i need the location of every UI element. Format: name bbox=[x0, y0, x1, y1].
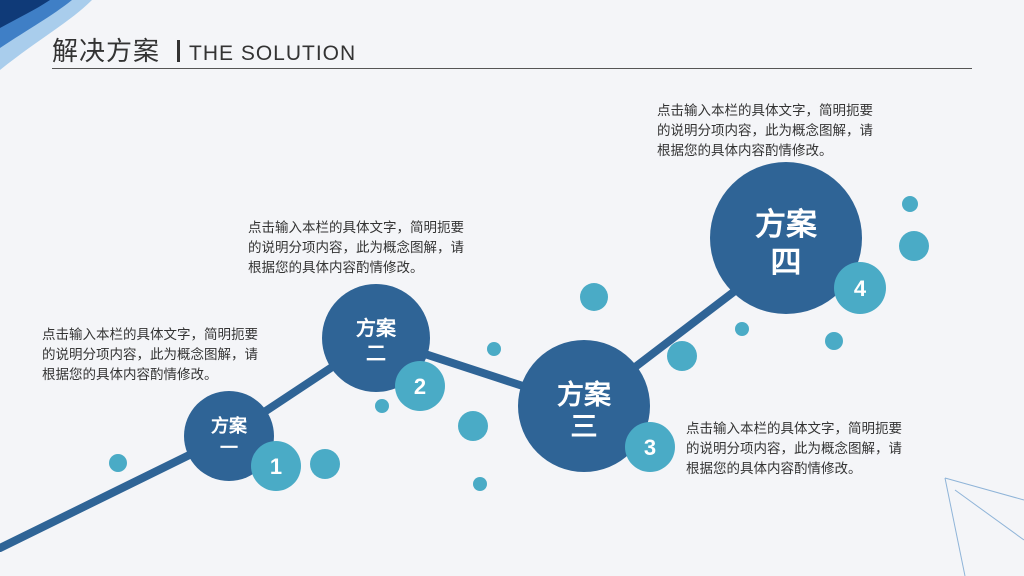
corner-wave-decoration bbox=[0, 0, 92, 70]
step-4-description[interactable]: 点击输入本栏的具体文字，简明扼要 的说明分项内容，此为概念图解，请 根据您的具体… bbox=[657, 101, 917, 161]
step-2-description[interactable]: 点击输入本栏的具体文字，简明扼要 的说明分项内容，此为概念图解，请 根据您的具体… bbox=[248, 218, 508, 278]
step-4-number: 4 bbox=[853, 276, 867, 301]
step-4-desc-line: 根据您的具体内容酌情修改。 bbox=[657, 143, 833, 159]
step-1-number: 1 bbox=[269, 454, 283, 479]
step-1-description[interactable]: 点击输入本栏的具体文字，简明扼要 的说明分项内容，此为概念图解，请 根据您的具体… bbox=[42, 325, 302, 385]
step-3-label[interactable]: 方案 三 bbox=[534, 380, 634, 444]
step-4-label-line1: 方案 bbox=[755, 207, 817, 243]
step-3-desc-line: 根据您的具体内容酌情修改。 bbox=[686, 461, 862, 477]
step-4-desc-line: 点击输入本栏的具体文字，简明扼要 bbox=[657, 103, 873, 119]
step-3-label-line2: 三 bbox=[570, 412, 598, 443]
page-title: 解决方案 bbox=[52, 37, 161, 67]
step-3-node bbox=[518, 340, 675, 472]
step-2-desc-line: 的说明分项内容，此为概念图解，请 bbox=[248, 240, 464, 256]
step-1-label-line1: 方案 bbox=[211, 416, 247, 437]
step-3-number: 3 bbox=[643, 435, 657, 460]
step-4-node bbox=[710, 162, 886, 314]
step-2-label-line1: 方案 bbox=[356, 316, 396, 340]
title-divider bbox=[177, 40, 180, 62]
step-1-desc-line: 的说明分项内容，此为概念图解，请 bbox=[42, 347, 258, 363]
step-1-label[interactable]: 方案 一 bbox=[189, 416, 269, 460]
step-4-label[interactable]: 方案 四 bbox=[731, 206, 841, 282]
step-2-label-line2: 二 bbox=[366, 341, 386, 365]
step-3-desc-line: 点击输入本栏的具体文字，简明扼要 bbox=[686, 421, 902, 437]
corner-line-decoration bbox=[944, 477, 1024, 576]
step-3-description[interactable]: 点击输入本栏的具体文字，简明扼要 的说明分项内容，此为概念图解，请 根据您的具体… bbox=[686, 419, 946, 479]
step-4-desc-line: 的说明分项内容，此为概念图解，请 bbox=[657, 123, 873, 139]
step-1-label-line2: 一 bbox=[220, 438, 238, 459]
page-subtitle: THE SOLUTION bbox=[189, 42, 357, 65]
step-2-number: 2 bbox=[413, 374, 427, 399]
header: 解决方案 THE SOLUTION bbox=[52, 36, 972, 69]
decorative-dots bbox=[109, 196, 929, 491]
step-2-desc-line: 根据您的具体内容酌情修改。 bbox=[248, 260, 424, 276]
step-1-node bbox=[184, 391, 301, 491]
step-4-label-line2: 四 bbox=[770, 245, 802, 281]
step-2-desc-line: 点击输入本栏的具体文字，简明扼要 bbox=[248, 220, 464, 236]
step-2-node bbox=[322, 284, 445, 411]
step-1-desc-line: 点击输入本栏的具体文字，简明扼要 bbox=[42, 327, 258, 343]
step-3-label-line1: 方案 bbox=[557, 380, 611, 411]
step-3-desc-line: 的说明分项内容，此为概念图解，请 bbox=[686, 441, 902, 457]
step-2-label[interactable]: 方案 二 bbox=[331, 316, 421, 366]
step-1-desc-line: 根据您的具体内容酌情修改。 bbox=[42, 367, 218, 383]
